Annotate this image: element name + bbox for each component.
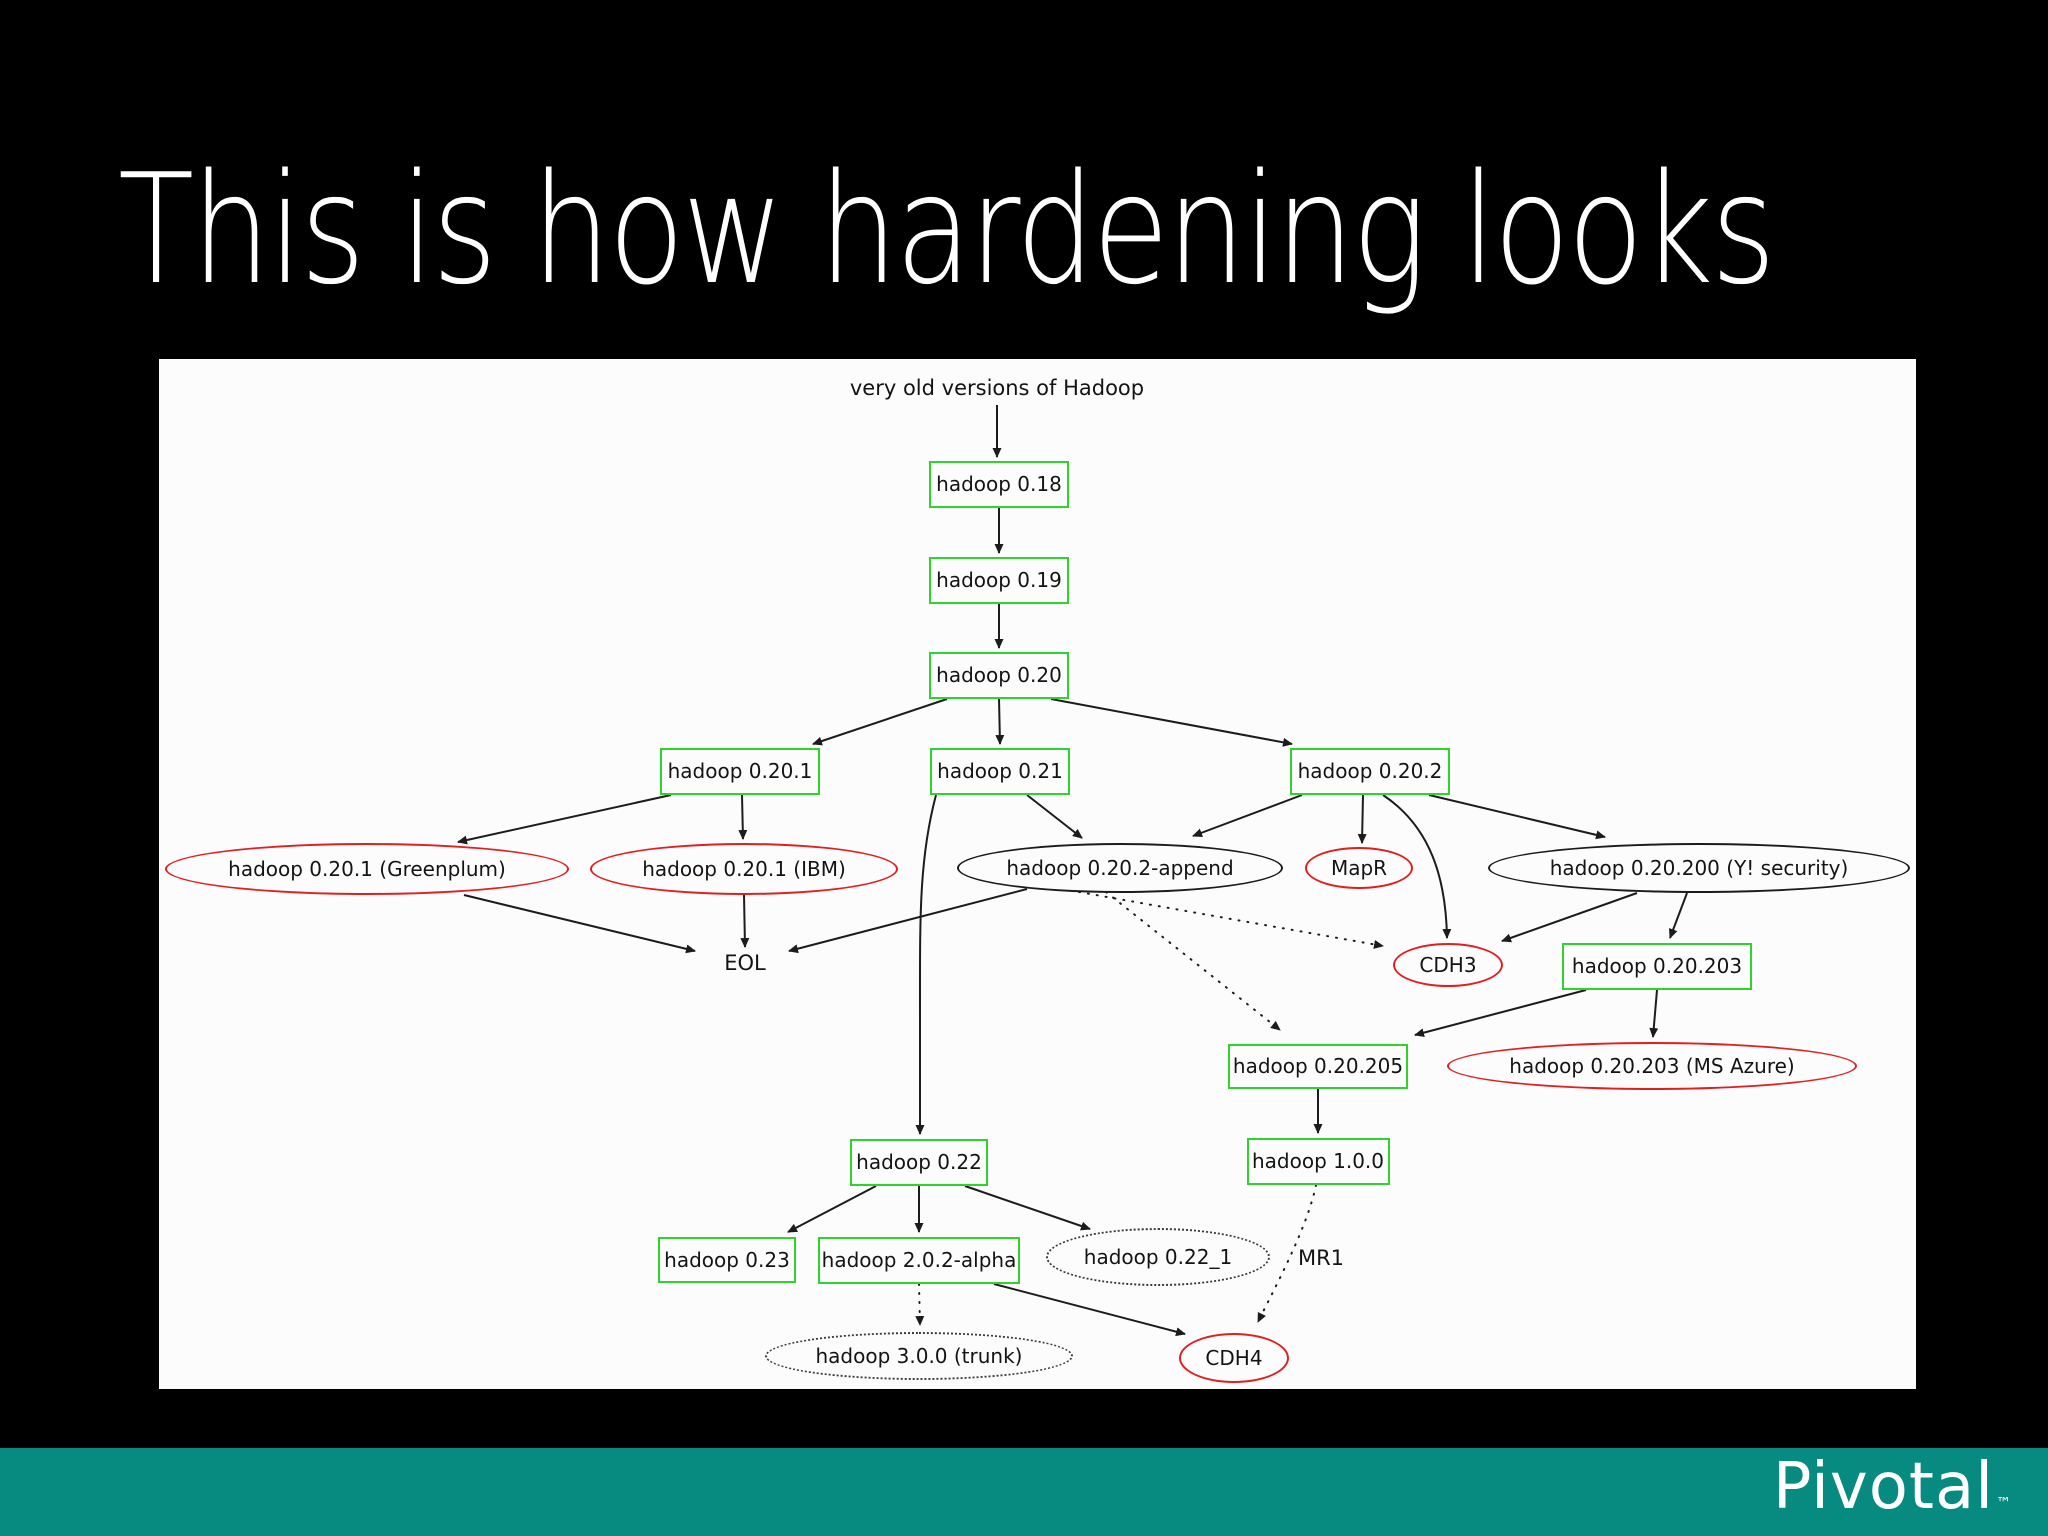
node-hadoop-0-20-205: hadoop 0.20.205 xyxy=(1228,1043,1408,1089)
node-hadoop-0-23: hadoop 0.23 xyxy=(658,1237,796,1283)
edge-hadoop-0-20-203-to-hadoop-0-20-205 xyxy=(1414,989,1587,1038)
diagram-panel: very old versions of Hadoop hadoop 0.18 ha… xyxy=(159,359,1916,1389)
edge-hadoop-0-22-to-hadoop-0-22-1 xyxy=(964,1185,1091,1231)
node-hadoop-0-20-1: hadoop 0.20.1 xyxy=(660,747,820,795)
edge-hadoop-0-21-to-hadoop-0-22 xyxy=(915,794,937,1135)
edge-hadoop-0-20-2-to-hadoop-0-20-2-append xyxy=(1192,794,1303,838)
edge-hadoop-2-0-2-alpha-to-hadoop-3-0-0-trunk xyxy=(915,1283,925,1326)
edge-hadoop-0-22-to-hadoop-0-23 xyxy=(787,1185,877,1233)
node-mr1-label: MR1 xyxy=(1297,1246,1345,1270)
node-hadoop-0-20-203-ms-azure: hadoop 0.20.203 (MS Azure) xyxy=(1447,1042,1857,1090)
node-hadoop-2-0-2-alpha: hadoop 2.0.2-alpha xyxy=(818,1236,1020,1284)
node-hadoop-0-20-203: hadoop 0.20.203 xyxy=(1562,942,1752,990)
edge-hadoop-0-20-1-to-hadoop-0-20-1-ibm xyxy=(738,794,748,840)
node-hadoop-0-19: hadoop 0.19 xyxy=(929,556,1069,604)
node-cdh3: CDH3 xyxy=(1393,943,1503,987)
edge-hadoop-0-20-1-ibm-to-eol-label xyxy=(740,894,750,948)
node-hadoop-0-22-1: hadoop 0.22_1 xyxy=(1046,1228,1270,1286)
node-hadoop-1-0-0: hadoop 1.0.0 xyxy=(1246,1137,1390,1185)
node-very-old-label: very old versions of Hadoop xyxy=(849,376,1145,400)
edge-hadoop-2-0-2-alpha-to-cdh4 xyxy=(993,1283,1186,1337)
edge-hadoop-0-20-2-append-to-cdh3 xyxy=(1078,891,1384,949)
edge-hadoop-0-20-to-hadoop-0-20-1 xyxy=(812,698,948,746)
edge-hadoop-0-20-to-hadoop-0-21 xyxy=(995,698,1005,745)
page-title: This is how hardening looks xyxy=(118,141,1776,318)
edge-hadoop-1-0-0-to-cdh4 xyxy=(1257,1184,1317,1323)
edge-hadoop-0-20-200-y-security-to-hadoop-0-20-203 xyxy=(1668,892,1688,939)
node-hadoop-0-20: hadoop 0.20 xyxy=(929,651,1069,699)
edge-hadoop-0-20-200-y-security-to-cdh3 xyxy=(1501,892,1638,943)
node-mapr: MapR xyxy=(1305,847,1413,889)
edge-hadoop-0-21-to-hadoop-0-20-2-append xyxy=(1026,794,1083,839)
edge-hadoop-0-20-1-to-hadoop-0-20-1-greenplum xyxy=(457,794,672,845)
node-hadoop-3-0-0-trunk: hadoop 3.0.0 (trunk) xyxy=(765,1332,1073,1380)
edge-hadoop-0-20-203-to-hadoop-0-20-203-ms-azure xyxy=(1649,989,1659,1038)
node-hadoop-0-22: hadoop 0.22 xyxy=(850,1138,988,1186)
node-hadoop-0-20-1-greenplum: hadoop 0.20.1 (Greenplum) xyxy=(165,843,569,895)
edge-hadoop-0-20-2-to-mapr xyxy=(1357,794,1367,844)
edge-hadoop-0-20-1-greenplum-to-eol-label xyxy=(463,894,696,954)
node-hadoop-0-20-1-ibm: hadoop 0.20.1 (IBM) xyxy=(590,843,898,895)
trademark-symbol: ™ xyxy=(1996,1494,2012,1512)
node-hadoop-0-20-200-y-security: hadoop 0.20.200 (Y! security) xyxy=(1488,843,1910,893)
edge-hadoop-0-20-2-to-hadoop-0-20-200-y-security xyxy=(1428,794,1606,840)
edge-hadoop-0-20-to-hadoop-0-20-2 xyxy=(1050,698,1293,747)
node-hadoop-0-21: hadoop 0.21 xyxy=(930,747,1070,795)
pivotal-wordmark: Pivotal xyxy=(1772,1450,1994,1524)
node-eol-label: EOL xyxy=(724,951,766,975)
node-hadoop-0-20-2: hadoop 0.20.2 xyxy=(1290,747,1450,795)
edge-hadoop-0-20-2-to-cdh3 xyxy=(1382,794,1452,939)
node-hadoop-0-20-2-append: hadoop 0.20.2-append xyxy=(957,843,1283,893)
edge-hadoop-0-20-2-append-to-hadoop-0-20-205 xyxy=(1105,891,1281,1031)
node-hadoop-0-18: hadoop 0.18 xyxy=(929,460,1069,508)
edge-hadoop-0-20-2-append-to-eol-label xyxy=(788,888,1028,954)
node-cdh4: CDH4 xyxy=(1179,1333,1289,1383)
diagram-edges xyxy=(457,405,1688,1337)
